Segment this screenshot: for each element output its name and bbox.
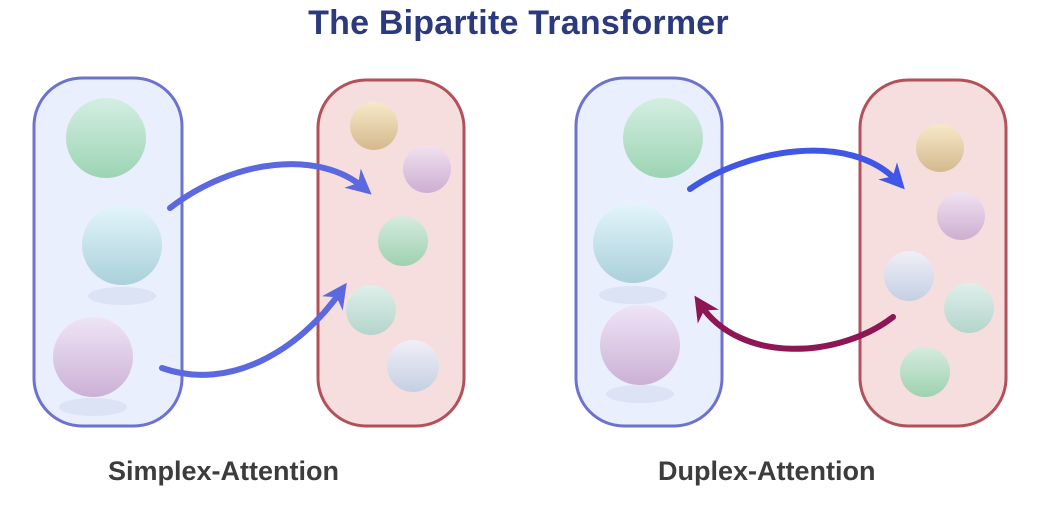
simplex-left-node-shadow <box>59 398 127 416</box>
simplex-right-node <box>387 340 439 392</box>
duplex-right-node <box>900 347 950 397</box>
duplex-left-node <box>593 203 673 283</box>
duplex-left-node-shadow <box>606 385 674 403</box>
duplex-right-node <box>916 124 964 172</box>
duplex-caption: Duplex-Attention <box>658 456 876 486</box>
duplex-left-node <box>623 98 703 178</box>
duplex-arrow-backward <box>694 295 896 352</box>
simplex-left-node-shadow <box>88 287 156 305</box>
simplex-left-node <box>53 317 133 397</box>
simplex-right-node <box>350 102 398 150</box>
simplex-arrow-top <box>167 161 372 211</box>
simplex-right-node <box>403 145 451 193</box>
duplex-panel <box>574 76 1008 428</box>
duplex-left-node <box>600 305 680 385</box>
diagram-title: The Bipartite Transformer <box>308 4 729 42</box>
simplex-right-node <box>378 216 428 266</box>
simplex-left-node <box>82 205 162 285</box>
duplex-arrow-forward <box>687 147 905 192</box>
simplex-right-node <box>346 285 396 335</box>
duplex-right-node <box>944 283 994 333</box>
simplex-arrow-bottom <box>159 282 347 378</box>
duplex-right-node <box>937 192 985 240</box>
duplex-left-node-shadow <box>599 286 667 304</box>
simplex-panel <box>32 76 466 428</box>
simplex-left-node <box>66 98 146 178</box>
duplex-right-node <box>884 251 934 301</box>
simplex-caption: Simplex-Attention <box>108 456 340 486</box>
